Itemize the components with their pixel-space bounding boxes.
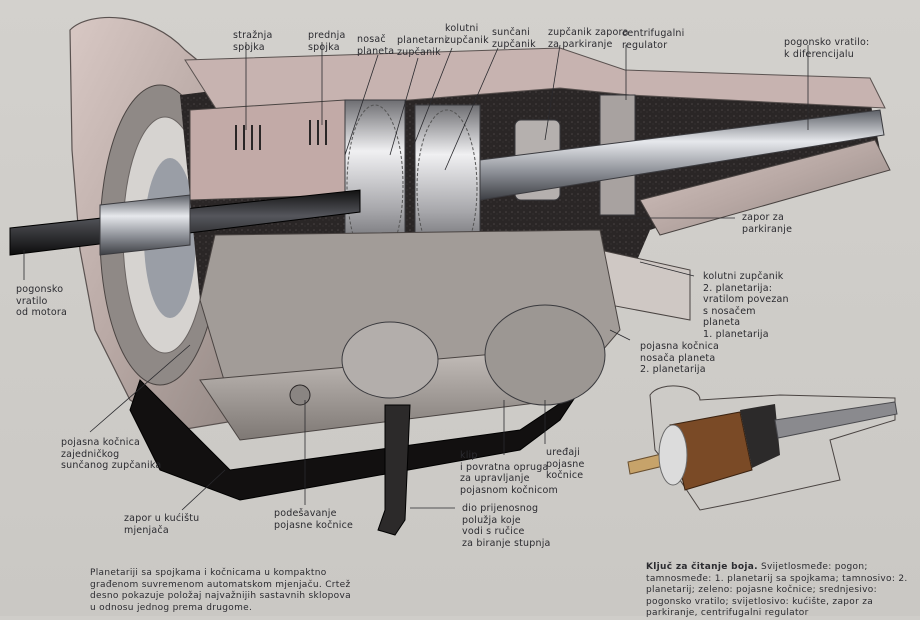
label-pojasna-kocnica-zajednickog: pojasna kočnica zajedničkog sunčanog zup… <box>61 437 162 471</box>
label-suncani-zupcanik: sunčani zupčanik <box>492 27 536 50</box>
label-nosac-planeta: nosač planeta <box>357 34 395 57</box>
label-pogonsko-vratilo-diferencijal: pogonsko vratilo: k diferencijalu <box>784 37 870 60</box>
inset-planetary-2-dark-gray <box>740 404 780 468</box>
band-adjust-bolt <box>289 384 311 406</box>
label-kolutni-zupcanik-2-planetarija: kolutni zupčanik 2. planetarija: vratilo… <box>703 271 789 340</box>
color-key-text: Svijetlosmeđe: pogon; tamnosmeđe: 1. pla… <box>646 562 908 618</box>
caption-left: Planetariji sa spojkama i kočnicama u ko… <box>90 568 351 613</box>
label-pojasna-kocnica-nosaca: pojasna kočnica nosača planeta 2. planet… <box>640 341 720 375</box>
label-klip: klip i povratna opruga za upravljanje po… <box>460 450 558 496</box>
inset-output-shaft <box>774 401 898 439</box>
label-uredaji: uređaji pojasne kočnice <box>546 447 585 481</box>
color-key-title: Ključ za čitanje boja. <box>646 562 758 572</box>
label-dio-prijenosnog: dio prijenosnog polužja koje vodi s ruči… <box>462 503 551 549</box>
label-prednja-spojka: prednja spojka <box>308 30 346 53</box>
label-centrifugalni-regulator: centrifugalni regulator <box>622 28 685 51</box>
shift-linkage <box>377 404 411 536</box>
label-zapor-za-parkiranje: zapor za parkiranje <box>742 212 793 235</box>
extension-housing <box>639 139 891 236</box>
band-servo <box>484 304 606 406</box>
label-kolutni-zupcanik: kolutni zupčanik <box>445 23 489 46</box>
label-pogonsko-vratilo-motor: pogonsko vratilo od motora <box>16 284 67 318</box>
output-shaft <box>479 109 885 201</box>
oil-pan <box>129 379 581 501</box>
label-planetarni-zupcanik: planetarni zupčanik <box>397 35 448 58</box>
servo-cover <box>341 321 439 399</box>
inset-color-key-diagram <box>627 385 898 511</box>
color-key-caption: Ključ za čitanje boja. Svijetlosmeđe: po… <box>646 562 908 620</box>
clutch-plates <box>235 120 327 150</box>
leader-lines <box>23 42 809 511</box>
label-zupcanik-zapora: zupčanik zapora za parkiranje <box>548 27 629 50</box>
label-straznja-spojka: stražnja spojka <box>233 30 273 53</box>
label-zapor-u-kucistu: zapor u kućištu mjenjača <box>124 513 200 536</box>
label-podesavanje: podešavanje pojasne kočnice <box>274 508 354 531</box>
